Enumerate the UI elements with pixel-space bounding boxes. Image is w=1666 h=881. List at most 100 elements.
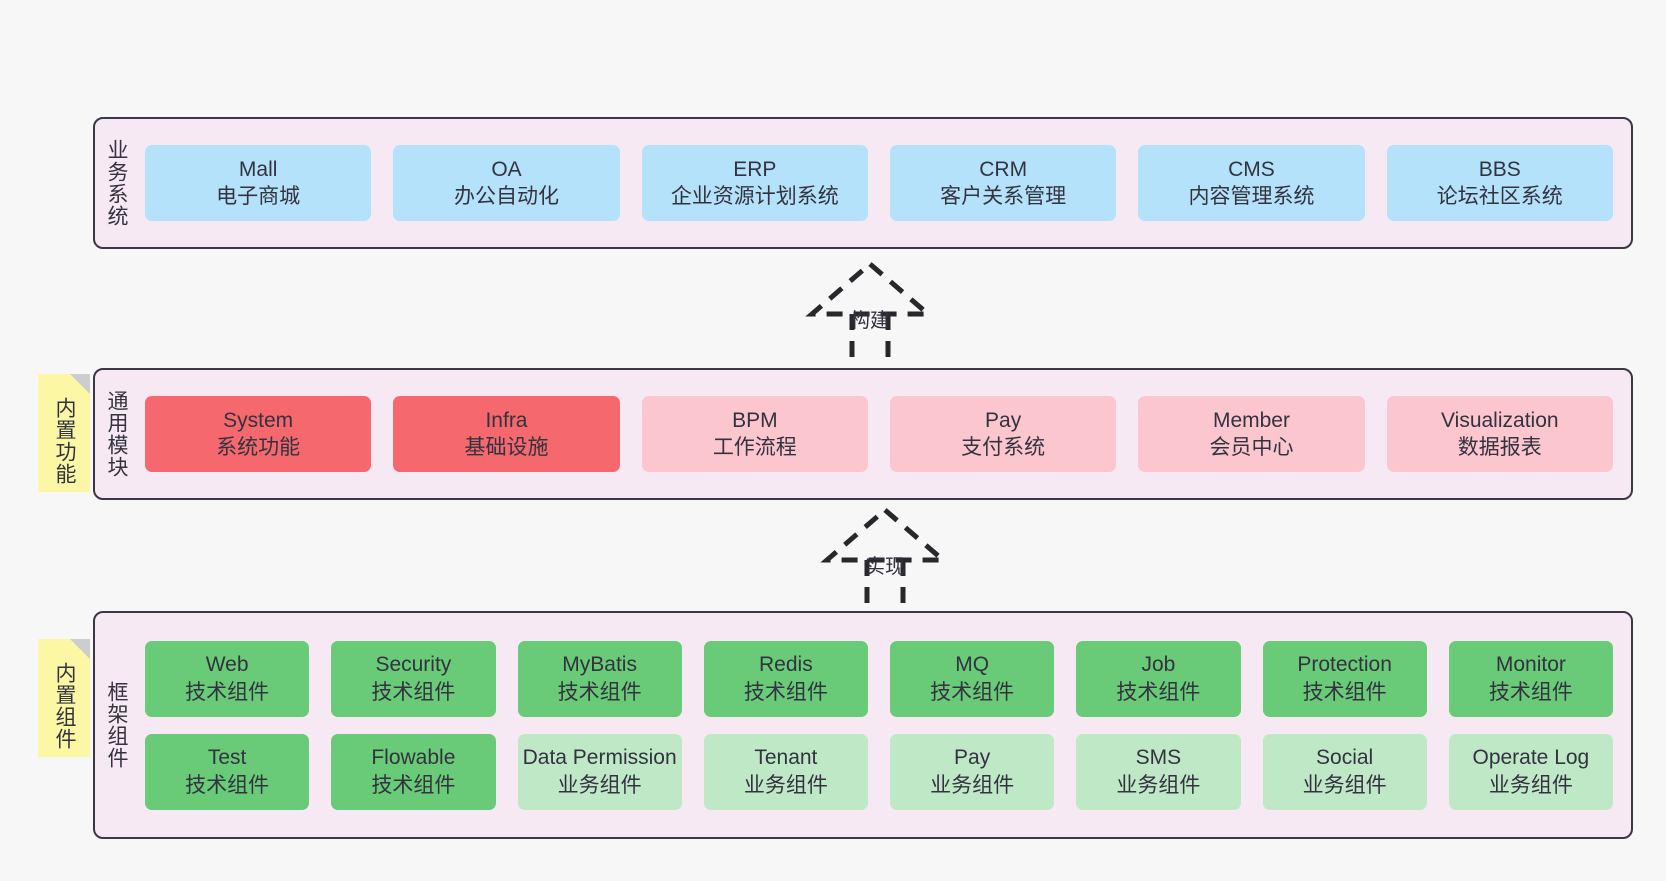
framework-tech-card-6-name: Protection [1297, 653, 1392, 677]
connector-build-label: 构建 [850, 310, 890, 332]
framework-biz-card-7-desc: 业务组件 [1488, 773, 1573, 797]
framework-biz-card-0[interactable]: Test 技术组件 [145, 733, 310, 810]
common-module-card-5[interactable]: Visualization 数据报表 [1386, 396, 1613, 472]
framework-biz-card-2-name: Data Permission [522, 746, 677, 770]
common-module-card-2-name: BPM [732, 408, 778, 432]
common-module-card-5-desc: 数据报表 [1457, 436, 1542, 459]
framework-biz-card-4[interactable]: Pay 业务组件 [890, 733, 1055, 810]
common-module-card-3[interactable]: Pay 支付系统 [889, 396, 1117, 472]
framework-biz-card-5-desc: 业务组件 [1116, 773, 1201, 797]
connector-implement-shaft [864, 560, 906, 606]
sticky-note-builtin-component: 内置组件 [38, 639, 90, 757]
framework-biz-card-3[interactable]: Tenant 业务组件 [703, 733, 868, 810]
connector-build-arrowhead [805, 260, 935, 317]
framework-biz-card-7[interactable]: Operate Log 业务组件 [1448, 733, 1613, 810]
framework-biz-card-1-desc: 技术组件 [371, 773, 456, 797]
common-module-card-0-desc: 系统功能 [216, 436, 301, 459]
common-module-card-1[interactable]: Infra 基础设施 [393, 396, 620, 472]
framework-tech-card-0-desc: 技术组件 [185, 680, 270, 704]
connector-build: 构建 [795, 260, 945, 360]
business-system-card-4-desc: 内容管理系统 [1188, 185, 1315, 208]
framework-biz-card-5-name: SMS [1135, 746, 1182, 770]
framework-tech-card-1-desc: 技术组件 [371, 680, 456, 704]
framework-tech-card-3-desc: 技术组件 [743, 680, 828, 704]
framework-tech-card-6-desc: 技术组件 [1302, 680, 1387, 704]
business-system-card-3-desc: 客户关系管理 [940, 185, 1067, 208]
framework-tech-card-7-name: Monitor [1495, 653, 1566, 677]
connector-build-shaft [849, 314, 891, 360]
framework-tech-card-6[interactable]: Protection 技术组件 [1262, 640, 1427, 717]
business-system-card-1-name: OA [491, 157, 522, 181]
business-system-card-0-desc: 电子商城 [216, 185, 301, 208]
common-module-card-3-name: Pay [985, 408, 1022, 432]
framework-biz-card-5[interactable]: SMS 业务组件 [1076, 733, 1241, 810]
business-system-card-5-desc: 论坛社区系统 [1436, 185, 1563, 208]
common-module-card-0[interactable]: System 系统功能 [145, 396, 372, 472]
common-module-card-1-desc: 基础设施 [464, 436, 549, 459]
layer-framework-components-title: 框架组件 [104, 681, 128, 769]
common-module-card-0-name: System [223, 408, 294, 432]
framework-biz-card-1-name: Flowable [371, 746, 456, 770]
business-system-card-1-desc: 办公自动化 [453, 185, 559, 208]
common-module-card-5-name: Visualization [1441, 408, 1559, 432]
sticky-note-builtin-function: 内置功能 [38, 374, 90, 492]
framework-biz-card-7-name: Operate Log [1472, 746, 1590, 770]
common-module-card-3-desc: 支付系统 [961, 436, 1046, 459]
framework-biz-card-0-name: Test [207, 746, 247, 770]
layer-common-modules-title: 通用模块 [104, 390, 128, 478]
framework-tech-card-4-name: MQ [955, 653, 990, 677]
business-system-card-4-name: CMS [1228, 157, 1275, 181]
framework-biz-card-2-desc: 业务组件 [557, 773, 642, 797]
framework-tech-card-7-desc: 技术组件 [1488, 680, 1573, 704]
framework-biz-card-4-name: Pay [954, 746, 991, 770]
framework-tech-card-7[interactable]: Monitor 技术组件 [1448, 640, 1613, 717]
business-system-card-2-desc: 企业资源计划系统 [670, 185, 839, 208]
framework-tech-card-0-name: Web [205, 653, 249, 677]
framework-biz-card-6-name: Social [1316, 746, 1374, 770]
business-system-card-4[interactable]: CMS 内容管理系统 [1138, 145, 1365, 221]
framework-tech-card-0[interactable]: Web 技术组件 [145, 640, 310, 717]
business-system-card-5[interactable]: BBS 论坛社区系统 [1386, 145, 1613, 221]
framework-tech-card-5-desc: 技术组件 [1116, 680, 1201, 704]
business-system-card-5-name: BBS [1478, 157, 1521, 181]
layer-business-systems-title: 业务系统 [104, 139, 128, 227]
framework-biz-card-3-desc: 业务组件 [743, 773, 828, 797]
framework-biz-card-1[interactable]: Flowable 技术组件 [331, 733, 496, 810]
framework-tech-card-5[interactable]: Job 技术组件 [1076, 640, 1241, 717]
framework-tech-card-5-name: Job [1141, 653, 1176, 677]
business-system-card-1[interactable]: OA 办公自动化 [393, 145, 620, 221]
framework-biz-card-3-name: Tenant [754, 746, 818, 770]
connector-implement-label: 实现 [865, 556, 905, 578]
business-system-card-3[interactable]: CRM 客户关系管理 [889, 145, 1117, 221]
sticky-note-builtin-function-label: 内置功能 [52, 397, 76, 485]
business-system-card-3-name: CRM [979, 157, 1028, 181]
framework-biz-card-0-desc: 技术组件 [185, 773, 270, 797]
business-system-card-0-name: Mall [238, 157, 278, 181]
framework-biz-card-2[interactable]: Data Permission 业务组件 [517, 733, 682, 810]
framework-tech-card-2-name: MyBatis [562, 653, 637, 677]
business-system-card-0[interactable]: Mall 电子商城 [145, 145, 372, 221]
connector-implement-arrowhead [820, 506, 950, 563]
common-module-card-1-name: Infra [485, 408, 528, 432]
framework-biz-card-4-desc: 业务组件 [930, 773, 1015, 797]
connector-implement: 实现 [810, 506, 960, 606]
common-module-card-4-desc: 会员中心 [1209, 436, 1294, 459]
